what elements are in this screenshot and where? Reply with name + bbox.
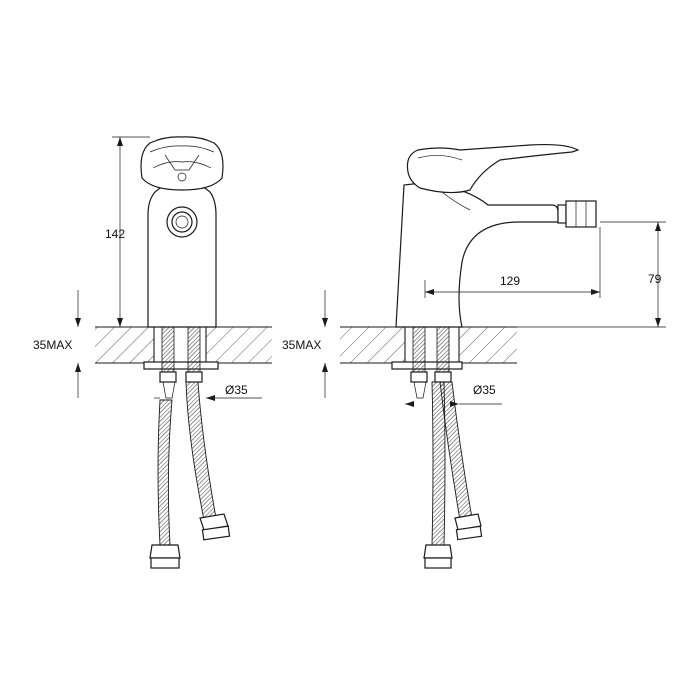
side-shank [410,326,452,399]
front-countertop [95,326,272,364]
side-view: 129 79 35MAX Ø35 [282,143,666,569]
side-counter-dimension [322,290,328,398]
front-height-dimension [112,136,150,327]
side-hole-dimension [405,401,502,407]
side-faucet-body [391,143,597,370]
side-hoses [423,381,483,569]
front-counter-dimension [75,290,81,398]
side-countertop [340,326,517,364]
front-hole-label: Ø35 [225,383,248,397]
front-faucet-body [140,136,224,370]
side-reach-dimension [424,227,601,298]
side-spout-height-dimension [517,221,666,328]
side-hole-label: Ø35 [473,383,496,397]
front-hoses [149,381,231,569]
front-height-label: 142 [105,227,125,241]
front-counter-label: 35MAX [33,338,72,352]
side-spout-height-label: 79 [648,272,662,286]
front-hole-dimension [154,395,262,401]
side-counter-label: 35MAX [282,338,321,352]
side-reach-label: 129 [500,274,520,288]
front-view: 142 35MAX Ø35 [33,136,272,569]
